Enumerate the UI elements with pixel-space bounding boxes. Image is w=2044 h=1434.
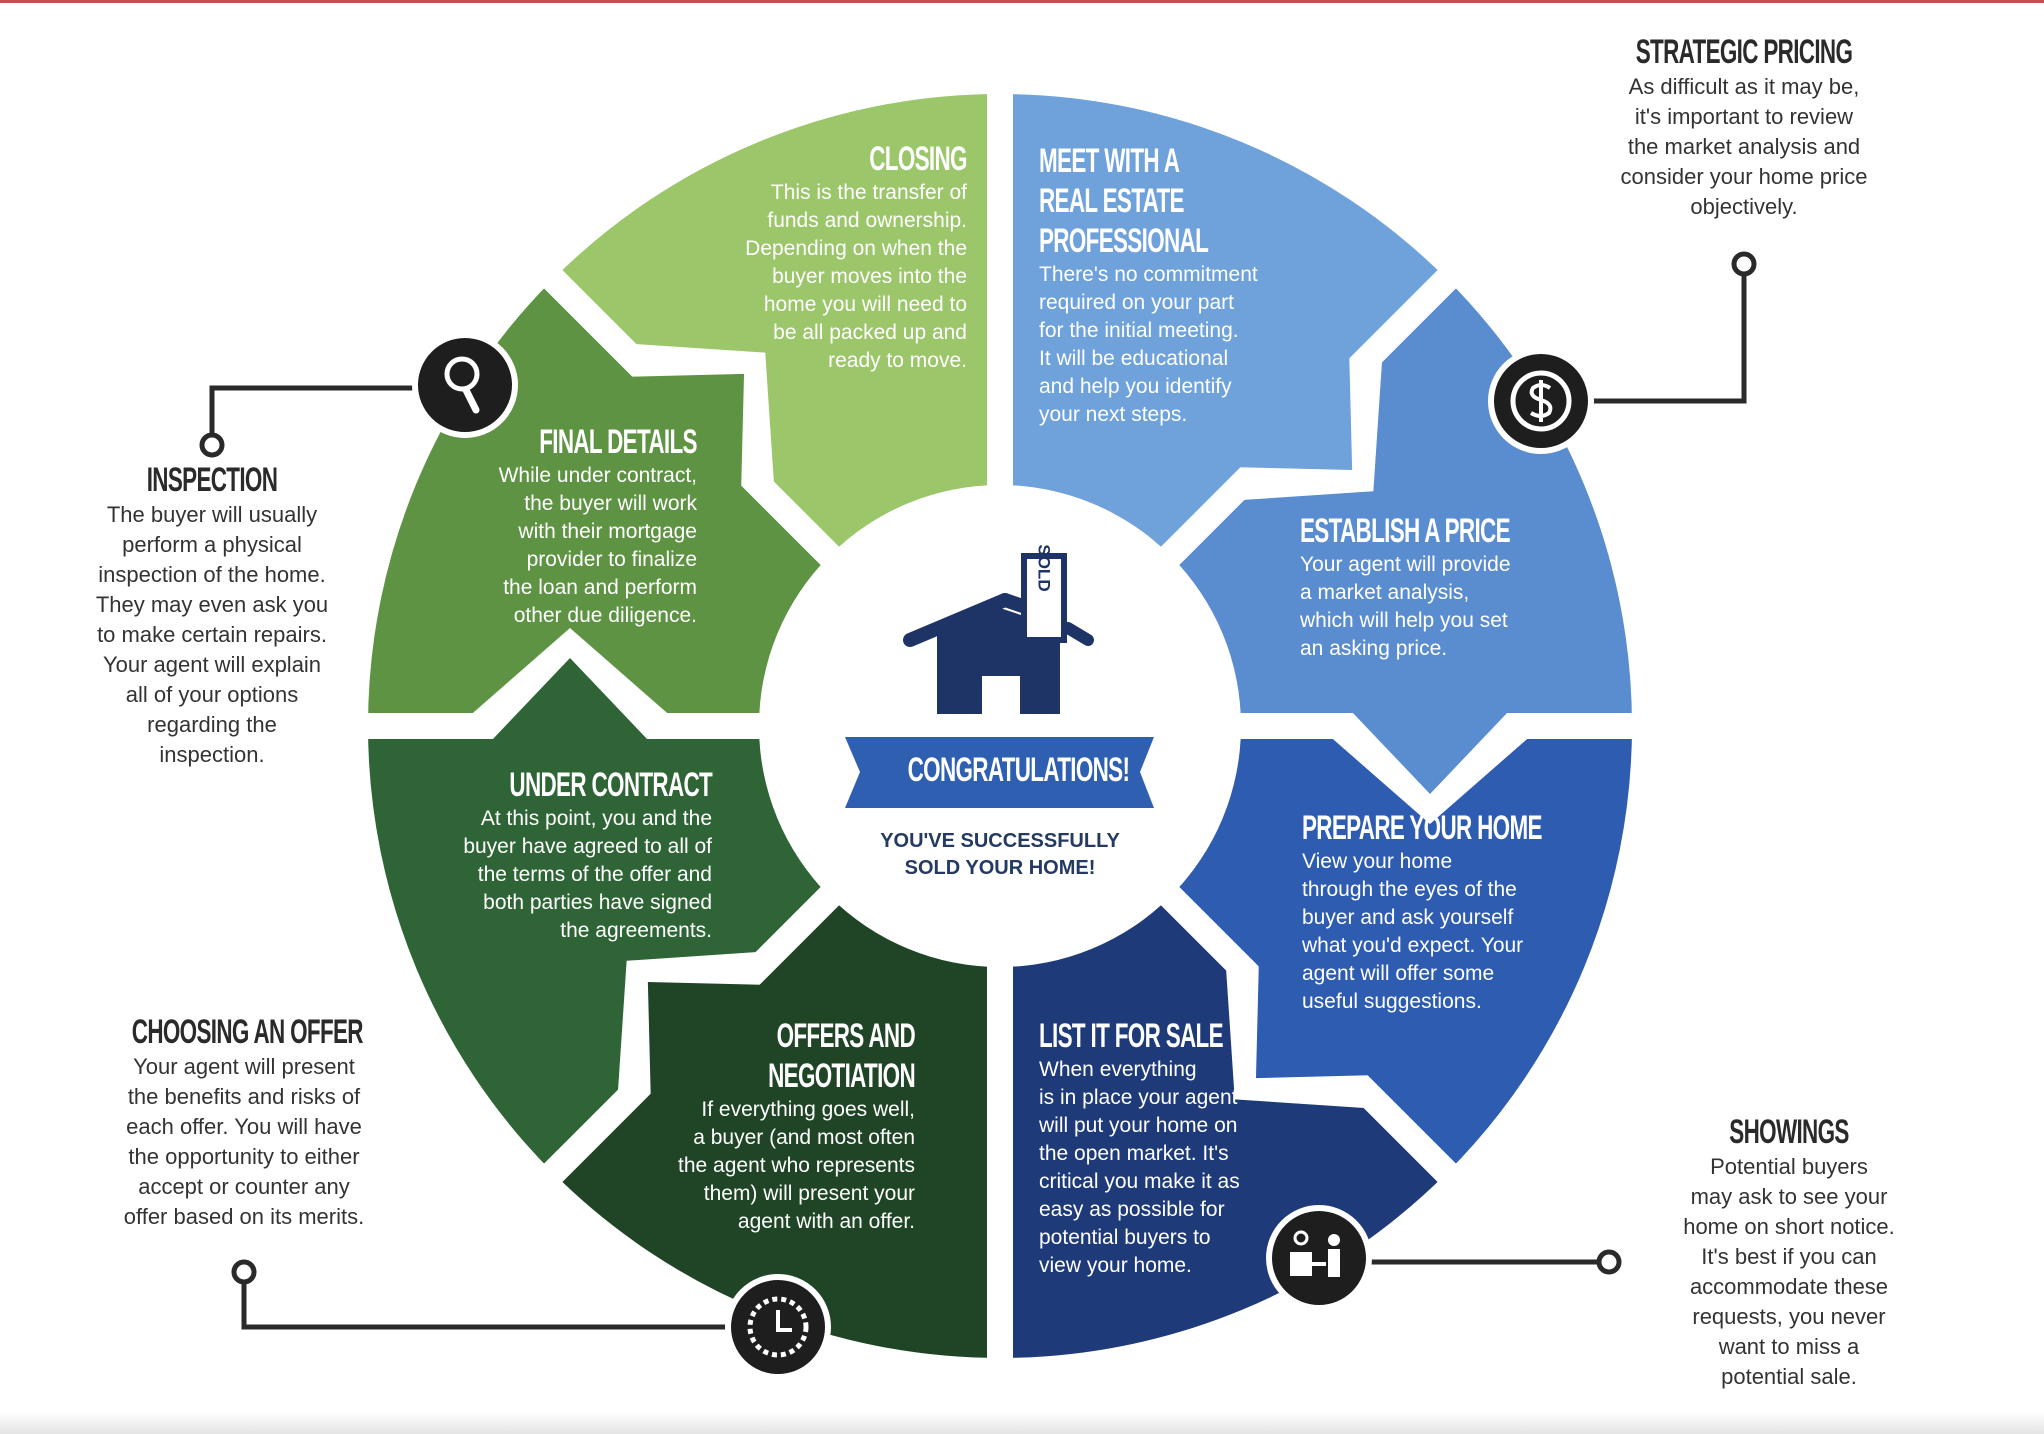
segment-body: If everything goes well, a buyer (and mo… (678, 1098, 915, 1233)
segment-title: MEET WITH A REAL ESTATE PROFESSIONAL (1039, 142, 1209, 260)
callout-body: Your agent will present the benefits and… (123, 1054, 365, 1229)
clock-icon (725, 1274, 831, 1380)
bottom-shadow (0, 1412, 2044, 1434)
flow-arrow-establish (1352, 712, 1508, 794)
callout-title: SHOWINGS (1729, 1113, 1849, 1151)
segment-title: UNDER CONTRACT (509, 766, 712, 804)
segment-title: PREPARE YOUR HOME (1302, 809, 1542, 847)
segment-body: View your home through the eyes of the b… (1302, 850, 1524, 1013)
sold-sign-text: SOLD (1035, 544, 1054, 591)
segment-body: At this point, you and the buyer have ag… (463, 807, 712, 942)
callout-body: As difficult as it may be, it's importan… (1620, 74, 1868, 219)
callout-body: Potential buyers may ask to see your hom… (1683, 1154, 1895, 1389)
sold-message: YOU'VE SUCCESSFULLY SOLD YOUR HOME! (880, 830, 1120, 879)
segment-body: This is the transfer of funds and owners… (745, 181, 967, 372)
showing-icon (1266, 1205, 1372, 1311)
segment-body: When everything is in place your agent w… (1039, 1058, 1240, 1277)
center-circle (759, 485, 1241, 967)
flow-arrow-final (630, 373, 745, 487)
segment-body: Your agent will provide a market analysi… (1300, 553, 1511, 660)
segment-title: OFFERS AND NEGOTIATION (768, 1017, 916, 1095)
flow-arrow-meet (1239, 356, 1353, 471)
segment-body: While under contract, the buyer will wor… (498, 464, 697, 627)
sold-house-icon: SOLD (903, 544, 1094, 714)
top-border (0, 0, 2044, 3)
segment-title: CLOSING (869, 140, 967, 178)
segment-body: There's no commitment required on your p… (1039, 263, 1258, 426)
magnifier-icon (412, 332, 518, 438)
congratulations-banner-text: CONGRATULATIONS! (907, 751, 1130, 789)
callout-title: CHOOSING AN OFFER (131, 1013, 364, 1051)
segment-title: FINAL DETAILS (539, 423, 697, 461)
dollar-icon (1488, 348, 1594, 454)
segment-title: LIST IT FOR SALE (1039, 1017, 1224, 1055)
callout-title: STRATEGIC PRICING (1635, 33, 1853, 71)
flow-arrow-offers (647, 981, 761, 1096)
congrats-banner (845, 737, 1154, 808)
segment-title: ESTABLISH A PRICE (1300, 512, 1511, 550)
flow-arrow-under (492, 658, 648, 740)
callout-title: INSPECTION (146, 461, 278, 499)
callout-body: The buyer will usually perform a physica… (95, 502, 329, 767)
flow-arrow-prepare (1255, 965, 1370, 1079)
